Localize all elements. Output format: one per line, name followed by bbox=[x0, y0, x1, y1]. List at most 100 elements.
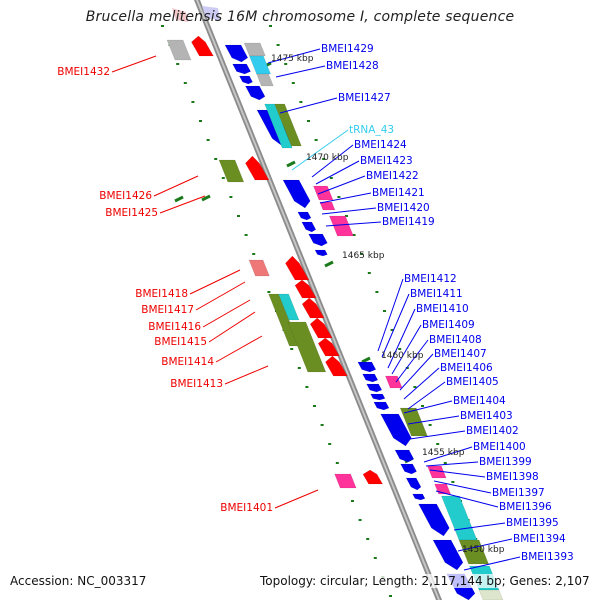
gene-label[interactable]: BMEI1424 bbox=[354, 139, 407, 151]
gene-label[interactable]: BMEI1429 bbox=[321, 43, 374, 55]
forward-cds-arrow bbox=[380, 413, 412, 447]
forward-cds-arrow bbox=[418, 503, 450, 537]
gene-label[interactable]: BMEI1407 bbox=[434, 348, 487, 360]
trna-label[interactable]: tRNA_43 bbox=[349, 124, 394, 136]
leader-line bbox=[433, 480, 492, 494]
chromosome-backbone-highlight bbox=[196, 0, 440, 600]
kbp-marker: 1470 kbp bbox=[306, 153, 349, 163]
gene-label[interactable]: BMEI1415 bbox=[154, 336, 207, 348]
faded-feature bbox=[172, 8, 188, 22]
feature-block bbox=[264, 103, 293, 149]
leader-line bbox=[279, 97, 338, 114]
major-tick bbox=[324, 260, 334, 268]
gene-label[interactable]: BMEI1414 bbox=[161, 356, 214, 368]
gene-features bbox=[166, 6, 504, 600]
leader-line bbox=[391, 324, 422, 375]
tick-mark bbox=[413, 386, 417, 388]
leader-line bbox=[224, 365, 269, 385]
leader-line bbox=[189, 269, 241, 295]
tick-mark bbox=[366, 538, 370, 540]
tick-mark bbox=[221, 177, 225, 179]
major-tick bbox=[286, 160, 296, 168]
forward-cds-arrow bbox=[238, 75, 253, 85]
tick-mark bbox=[337, 196, 341, 198]
tick-mark bbox=[335, 462, 339, 464]
faded-feature bbox=[202, 6, 220, 20]
leader-line bbox=[453, 522, 506, 531]
gene-label[interactable]: BMEI1404 bbox=[453, 395, 506, 407]
forward-cds-arrow bbox=[412, 493, 426, 501]
gene-label[interactable]: BMEI1396 bbox=[499, 501, 552, 513]
gene-label[interactable]: BMEI1421 bbox=[372, 187, 425, 199]
gene-label[interactable]: BMEI1406 bbox=[440, 362, 493, 374]
forward-cds-arrow bbox=[400, 463, 417, 475]
gene-label[interactable]: BMEI1402 bbox=[466, 425, 519, 437]
tick-mark bbox=[214, 158, 218, 160]
tick-mark bbox=[307, 120, 310, 122]
forward-cds-arrow bbox=[370, 393, 386, 401]
forward-cds-arrow bbox=[282, 179, 311, 209]
gene-label[interactable]: BMEI1405 bbox=[446, 376, 499, 388]
reverse-cds-arrow bbox=[325, 355, 348, 377]
gene-label[interactable]: BMEI1425 bbox=[105, 207, 158, 219]
gene-label[interactable]: BMEI1417 bbox=[141, 304, 194, 316]
tick-mark bbox=[329, 177, 333, 179]
gene-label[interactable]: BMEI1409 bbox=[422, 319, 475, 331]
tick-mark bbox=[421, 405, 424, 407]
gene-label[interactable]: BMEI1403 bbox=[460, 410, 513, 422]
gene-label[interactable]: BMEI1408 bbox=[429, 334, 482, 346]
feature-block bbox=[441, 495, 478, 541]
leader-line bbox=[325, 221, 382, 227]
tick-mark bbox=[290, 348, 294, 350]
gene-label[interactable]: BMEI1398 bbox=[486, 471, 539, 483]
kbp-marker: 1465 kbp bbox=[342, 251, 385, 261]
gene-label[interactable]: BMEI1410 bbox=[416, 303, 469, 315]
gene-label[interactable]: BMEI1400 bbox=[473, 441, 526, 453]
leader-line bbox=[315, 160, 360, 185]
accession-text: Accession: NC_003317 bbox=[8, 574, 149, 588]
gene-label[interactable]: BMEI1413 bbox=[170, 378, 223, 390]
leader-line bbox=[274, 489, 319, 509]
gene-label[interactable]: BMEI1420 bbox=[377, 202, 430, 214]
left-gene-labels: BMEI1432 BMEI1426 BMEI1425 BMEI1418 BMEI… bbox=[57, 66, 273, 514]
tick-mark bbox=[284, 63, 288, 65]
leader-line bbox=[425, 461, 479, 467]
gene-label[interactable]: BMEI1416 bbox=[148, 321, 201, 333]
gene-label[interactable]: BMEI1428 bbox=[326, 60, 379, 72]
gene-label[interactable]: BMEI1432 bbox=[57, 66, 110, 78]
forward-cds-arrow bbox=[405, 477, 422, 491]
forward-cds-arrow bbox=[357, 361, 377, 373]
leader-line bbox=[463, 556, 521, 571]
kbp-marker: 1455 kbp bbox=[422, 448, 465, 458]
gene-label[interactable]: BMEI1427 bbox=[338, 92, 391, 104]
leader-line bbox=[387, 308, 416, 369]
tick-mark bbox=[276, 44, 280, 46]
gene-label[interactable]: BMEI1393 bbox=[521, 551, 574, 563]
leader-line bbox=[159, 195, 206, 214]
gene-label[interactable]: BMEI1395 bbox=[506, 517, 559, 529]
gene-label[interactable]: BMEI1411 bbox=[410, 288, 463, 300]
gene-label[interactable]: BMEI1412 bbox=[404, 273, 457, 285]
gene-label[interactable]: BMEI1418 bbox=[135, 288, 188, 300]
gene-label[interactable]: BMEI1394 bbox=[513, 533, 566, 545]
leader-line bbox=[377, 278, 404, 352]
reverse-cds-arrow bbox=[191, 35, 214, 57]
leader-line bbox=[407, 415, 460, 425]
tick-mark bbox=[206, 139, 210, 141]
tick-mark bbox=[443, 462, 447, 464]
gene-label[interactable]: BMEI1422 bbox=[366, 170, 419, 182]
leader-line bbox=[403, 400, 453, 414]
gene-label[interactable]: BMEI1397 bbox=[492, 487, 545, 499]
forward-cds-arrow bbox=[308, 233, 328, 247]
leader-line bbox=[429, 469, 486, 478]
gene-label[interactable]: BMEI1423 bbox=[360, 155, 413, 167]
tick-mark bbox=[252, 253, 256, 255]
tick-mark bbox=[360, 253, 364, 255]
map-title: Brucella melitensis 16M chromosome I, co… bbox=[85, 9, 515, 25]
gene-label[interactable]: BMEI1399 bbox=[479, 456, 532, 468]
kbp-markers: 1475 kbp 1470 kbp 1465 kbp 1460 kbp 1455… bbox=[271, 54, 505, 555]
gene-label[interactable]: BMEI1419 bbox=[382, 216, 435, 228]
feature-block bbox=[329, 215, 354, 237]
gene-label[interactable]: BMEI1401 bbox=[220, 502, 273, 514]
gene-label[interactable]: BMEI1426 bbox=[99, 190, 152, 202]
